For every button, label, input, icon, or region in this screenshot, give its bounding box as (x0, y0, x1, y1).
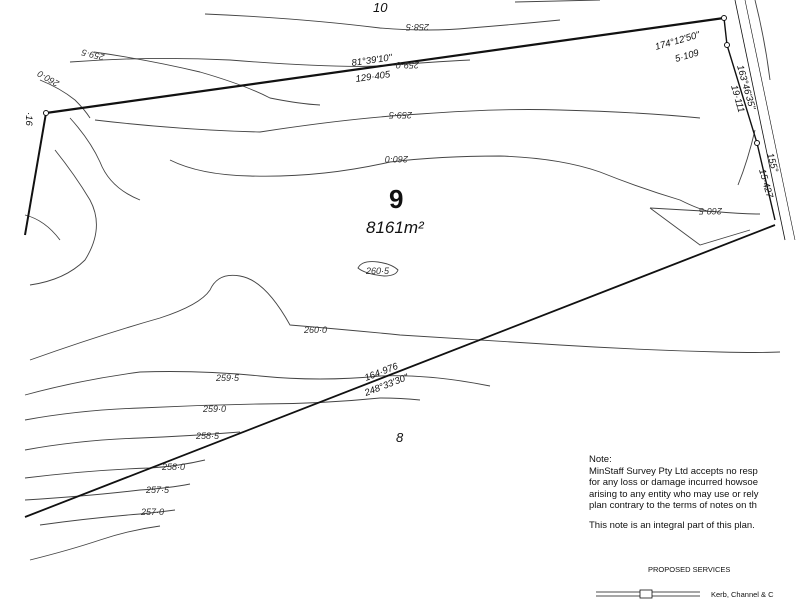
lot-number: 9 (389, 184, 403, 214)
contour-line (24, 431, 241, 451)
contour-line (29, 149, 97, 286)
contour-label: 260·5 (698, 206, 723, 216)
contour-label: 260·0 (303, 325, 327, 335)
survey-peg (721, 15, 727, 21)
contour-label: 259·0 (202, 404, 226, 414)
road-edge (744, 0, 796, 241)
contour-line (649, 207, 761, 215)
contour-label: 257·0 (140, 507, 164, 517)
contour-line (39, 509, 176, 526)
adjacent-lot-10: 10 (373, 0, 388, 15)
right-upper-distance-label: 5·109 (674, 47, 701, 64)
note-line: plan contrary to the terms of notes on t… (589, 500, 757, 511)
contour-line (24, 371, 491, 396)
note-line: arising to any entity who may use or rel… (589, 488, 759, 500)
left-margin-shade (0, 0, 24, 600)
contour-line (754, 0, 771, 81)
road-edge (734, 0, 786, 241)
contour-line (24, 397, 421, 421)
note-line: for any loss or damage incurred howsoe (589, 477, 758, 488)
kerb-channel-legend-label: Kerb, Channel & C (711, 590, 774, 599)
contour-line (24, 483, 191, 501)
contour-label: 260·5 (365, 266, 390, 276)
knoll-contour (357, 261, 399, 277)
survey-peg (724, 42, 730, 48)
contour-label: 259·5 (388, 110, 413, 120)
lot-boundaries (24, 0, 796, 518)
contour-line (204, 13, 561, 31)
contour-label: 257·5 (145, 485, 170, 495)
disclaimer-note: Note: MinStaff Survey Pty Ltd accepts no… (589, 454, 800, 600)
note-integral-line: This note is an integral part of this pl… (589, 519, 755, 531)
lot-area: 8161m² (366, 218, 425, 237)
contour-line (649, 207, 751, 246)
contour-line (169, 155, 713, 213)
survey-peg (43, 110, 49, 116)
contour-line (94, 109, 701, 133)
contour-line (514, 0, 601, 3)
contour-line (69, 117, 141, 201)
contour-label: 260·0 (36, 69, 62, 90)
left-boundary (24, 112, 47, 236)
contour-line (39, 79, 91, 119)
contour-line (29, 525, 161, 561)
note-heading: Note: (589, 454, 612, 465)
right-boundary (723, 17, 776, 221)
top-distance-label: 129·405 (355, 69, 392, 85)
survey-peg (754, 140, 760, 146)
contour-line (29, 274, 781, 361)
left-partial-label: ·16 (23, 112, 34, 126)
contour-label: 260·0 (385, 154, 409, 164)
contour-line (69, 57, 471, 67)
contour-label: 258·5 (405, 22, 430, 32)
contour-label: 258·0 (161, 462, 185, 472)
contour-label: 259·5 (215, 373, 240, 383)
contour-label: 259·5 (80, 47, 107, 63)
note-line: MinStaff Survey Pty Ltd accepts no resp (589, 465, 758, 477)
contour-line (93, 51, 321, 106)
contour-line (737, 129, 756, 186)
contour-label: 259·0 (396, 60, 420, 70)
kerb-channel-symbol (596, 589, 700, 599)
contour-label: 258·5 (195, 431, 220, 441)
contour-lines (24, 0, 781, 561)
bottom-boundary (24, 224, 776, 518)
adjacent-lot-8: 8 (396, 430, 404, 445)
contour-line (24, 459, 206, 479)
proposed-services-title: PROPOSED SERVICES (648, 565, 731, 574)
top-boundary (45, 16, 725, 115)
contour-line (24, 214, 61, 241)
right-lower-bearing-label: 155° (764, 152, 780, 174)
